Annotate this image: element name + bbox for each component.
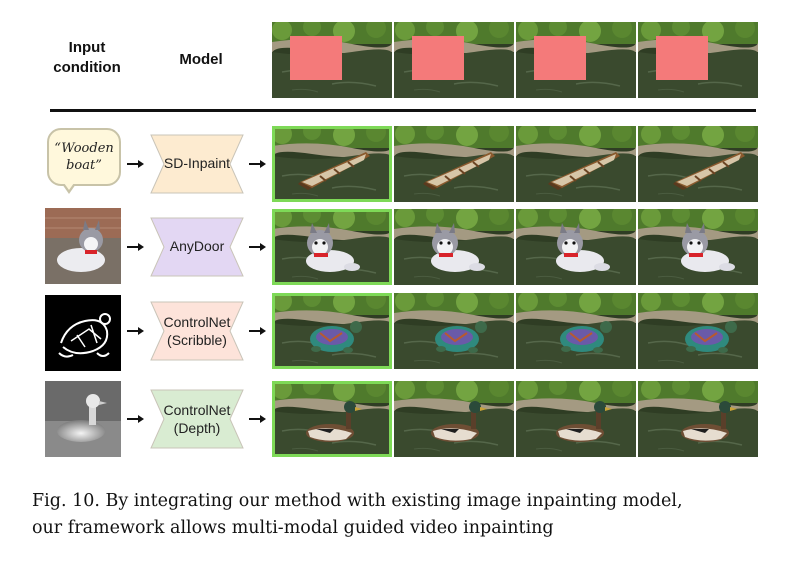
inpainted-turtle-frame — [516, 293, 636, 369]
header-divider — [50, 109, 756, 112]
model-box: ControlNet (Depth) — [150, 389, 244, 449]
inpainted-husky-frame — [272, 209, 392, 285]
model-name: SD-Inpaint — [163, 155, 231, 171]
inpainted-husky-frame — [638, 209, 758, 285]
model-variant: (Scribble) — [167, 332, 227, 348]
arrow-icon — [127, 414, 145, 424]
inpainted-turtle-frame — [394, 293, 514, 369]
duck-depth-map-image — [45, 381, 121, 457]
model-name: ControlNet — [163, 314, 231, 330]
prompt-line2: boat” — [66, 158, 102, 173]
model-box: SD-Inpaint — [150, 134, 244, 194]
inpainted-turtle-frame — [638, 293, 758, 369]
plush-husky-image — [45, 208, 121, 284]
caption-line1: Fig. 10. By integrating our method with … — [32, 491, 683, 511]
inpainted-boat-frame — [272, 126, 392, 202]
arrow-icon — [127, 159, 145, 169]
inpainted-boat-frame — [516, 126, 636, 202]
inpainted-turtle-frame — [272, 293, 392, 369]
arrow-icon — [127, 242, 145, 252]
input-condition-header: Input condition — [42, 38, 132, 78]
figure-caption: Fig. 10. By integrating our method with … — [32, 488, 772, 542]
model-name: AnyDoor — [169, 238, 225, 254]
arrow-icon — [249, 159, 267, 169]
model-box: AnyDoor — [150, 217, 244, 277]
input-header-line2: condition — [53, 59, 121, 76]
model-variant: (Depth) — [173, 420, 221, 436]
turtle-scribble-image — [45, 295, 121, 371]
prompt-line1: “Wooden — [54, 141, 114, 156]
inpainted-boat-frame — [394, 126, 514, 202]
inpainted-boat-frame — [638, 126, 758, 202]
arrow-icon — [127, 326, 145, 336]
masked-input-frame — [516, 22, 636, 98]
text-prompt-bubble: “Wooden boat” — [47, 128, 121, 186]
inpainted-duck-frame — [394, 381, 514, 457]
inpainted-husky-frame — [516, 209, 636, 285]
model-box: ControlNet (Scribble) — [150, 301, 244, 361]
arrow-icon — [249, 326, 267, 336]
inpainted-husky-frame — [394, 209, 514, 285]
caption-line2: our framework allows multi-modal guided … — [32, 518, 554, 538]
model-header: Model — [179, 51, 223, 68]
input-header-line1: Input — [68, 39, 106, 56]
masked-input-frame — [638, 22, 758, 98]
masked-input-frame — [394, 22, 514, 98]
bubble-tail-inner — [64, 183, 74, 190]
arrow-icon — [249, 414, 267, 424]
model-name: ControlNet — [163, 402, 231, 418]
inpainted-duck-frame — [516, 381, 636, 457]
masked-input-frame — [272, 22, 392, 98]
inpainted-duck-frame — [638, 381, 758, 457]
inpainted-duck-frame — [272, 381, 392, 457]
arrow-icon — [249, 242, 267, 252]
